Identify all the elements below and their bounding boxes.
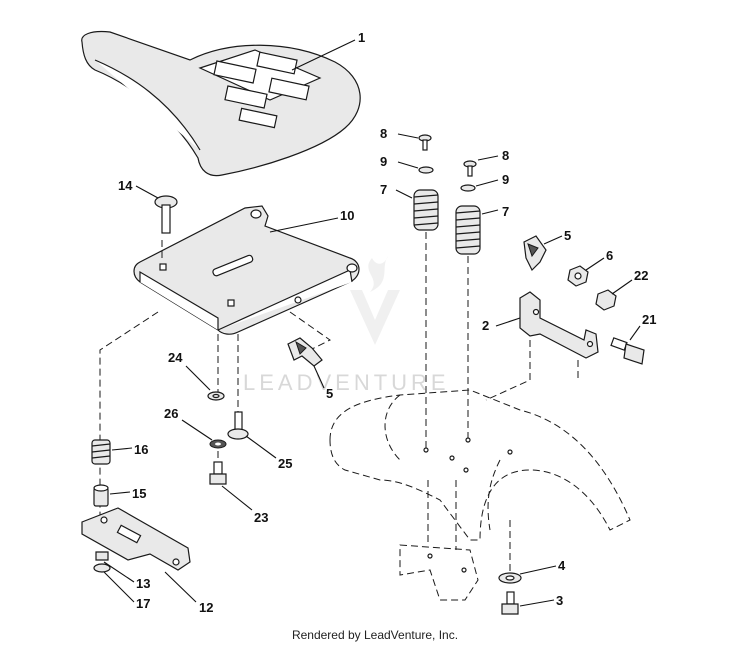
spring-part-7-left xyxy=(413,189,439,231)
callout-9-right: 9 xyxy=(502,172,509,187)
lock-washer-part-26 xyxy=(209,439,227,449)
callout-2: 2 xyxy=(482,318,489,333)
footer-credit: Rendered by LeadVenture, Inc. xyxy=(291,628,459,642)
shoulder-bolt-part-25 xyxy=(227,411,249,440)
callout-21: 21 xyxy=(642,312,656,327)
shoulder-bolt-part-21 xyxy=(610,337,645,365)
bolt-part-8-left xyxy=(418,134,432,151)
clip-part-5-right xyxy=(523,235,547,272)
washer-part-9-left xyxy=(418,166,434,174)
callout-8-left: 8 xyxy=(380,126,387,141)
nut-part-13 xyxy=(95,551,109,561)
callout-14: 14 xyxy=(118,178,133,193)
hex-bolt-part-23 xyxy=(209,461,227,485)
guide-line-left xyxy=(99,311,159,520)
callout-7-right: 7 xyxy=(502,204,509,219)
leadventure-watermark-logo xyxy=(350,256,400,345)
callout-10: 10 xyxy=(340,208,354,223)
callout-25: 25 xyxy=(278,456,292,471)
washer-part-4 xyxy=(498,572,522,584)
callout-9-left: 9 xyxy=(380,154,387,169)
callout-26: 26 xyxy=(164,406,178,421)
spacer-part-15 xyxy=(93,484,109,507)
callout-6: 6 xyxy=(606,248,613,263)
callout-3: 3 xyxy=(556,593,563,608)
callout-5-right: 5 xyxy=(564,228,571,243)
tractor-frame-dashed xyxy=(329,389,631,601)
seat-part-1 xyxy=(81,30,361,177)
carriage-bolt-part-14 xyxy=(154,195,178,234)
watermark-text: LEADVENTURE xyxy=(243,370,450,395)
callout-24: 24 xyxy=(168,350,183,365)
callout-5-left: 5 xyxy=(326,386,333,401)
nut-part-6 xyxy=(567,265,589,287)
callout-17: 17 xyxy=(136,596,150,611)
callout-22: 22 xyxy=(634,268,648,283)
callout-15: 15 xyxy=(132,486,146,501)
spring-part-7-right xyxy=(455,205,481,255)
bracket-part-2 xyxy=(519,291,599,359)
callout-7-left: 7 xyxy=(380,182,387,197)
hinge-plate-part-12 xyxy=(81,507,191,571)
bolt-part-8-right xyxy=(463,160,477,177)
callout-8-right: 8 xyxy=(502,148,509,163)
callout-16: 16 xyxy=(134,442,148,457)
callout-12: 12 xyxy=(199,600,213,615)
callout-13: 13 xyxy=(136,576,150,591)
seat-pan-part-10 xyxy=(133,205,360,335)
spring-part-16 xyxy=(91,439,111,465)
callout-4: 4 xyxy=(558,558,566,573)
washer-part-17 xyxy=(93,563,111,573)
callout-23: 23 xyxy=(254,510,268,525)
callout-1: 1 xyxy=(358,30,365,45)
hex-bolt-part-3 xyxy=(501,591,519,615)
washer-part-24 xyxy=(207,391,225,401)
washer-part-9-right xyxy=(460,184,476,192)
nut-part-22 xyxy=(595,289,617,311)
clip-part-5-left xyxy=(287,337,323,367)
